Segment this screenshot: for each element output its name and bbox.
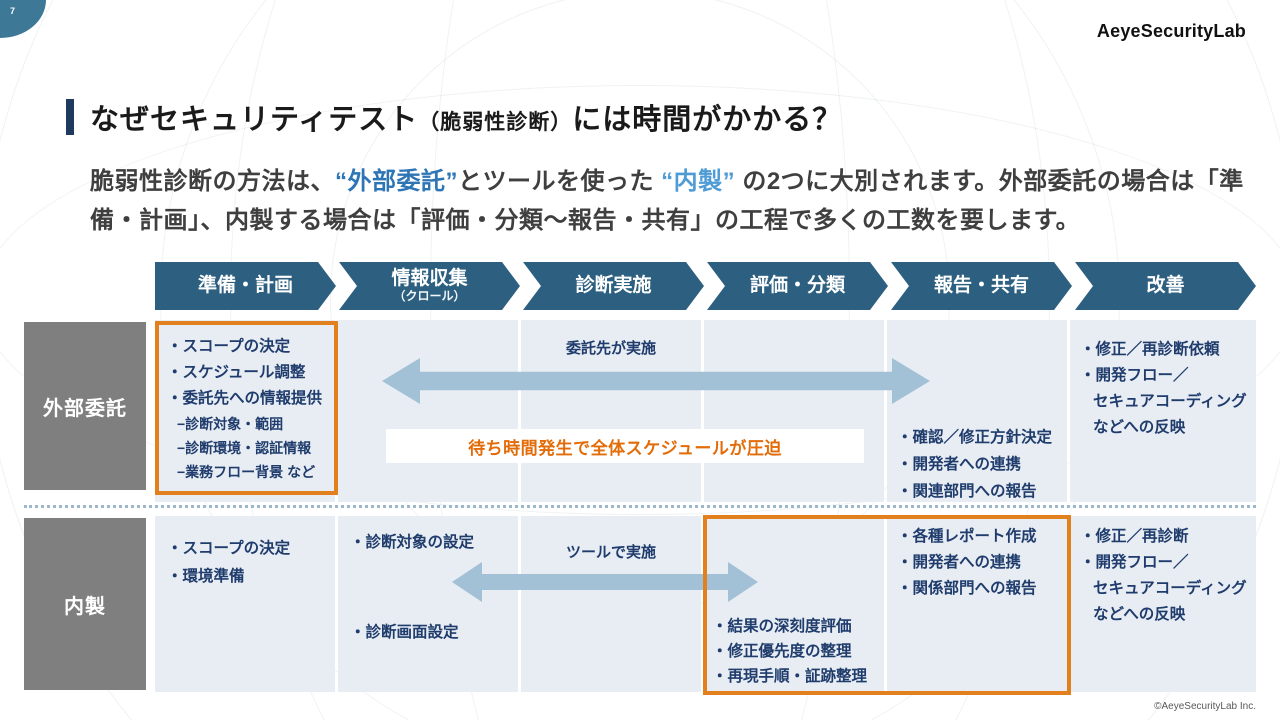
list-item: ・修正／再診断 [1080, 528, 1189, 545]
list-item: ・再現手順・証跡整理 [712, 668, 868, 685]
inhouse-report-list: ・各種レポート作成 ・開発者への連携 ・関係部門への報告 [897, 524, 1067, 602]
list-item: ・開発者への連携 [897, 456, 1022, 473]
intro-inhouse-highlight: “内製” [661, 168, 736, 195]
highlight-box-outsourced-prep [155, 321, 338, 495]
list-item-cont: セキュアコーディング [1093, 393, 1247, 410]
row-label-outsourced: 外部委託 [24, 322, 146, 490]
cell-outsourced-report [887, 320, 1067, 502]
list-item: ・スケジュール調整 [167, 364, 306, 381]
list-item-cont: などへの反映 [1093, 419, 1186, 436]
slide-title: なぜセキュリティテスト（脆弱性診断）には時間がかかる？ [66, 96, 842, 138]
phase-label: 評価・分類 [749, 275, 845, 296]
phase-label: 報告・共有 [933, 275, 1029, 296]
intro-segment: とツールを使った [458, 168, 662, 195]
phase-sublabel: （クロール） [393, 289, 466, 303]
highlight-box-inhouse-classify-report [703, 515, 1071, 695]
list-item: ・開発フロー／ [1080, 367, 1189, 384]
cell-inhouse-report [887, 516, 1067, 692]
phase-step-classify: 評価・分類 [707, 262, 888, 310]
cell-inhouse-classify [704, 516, 884, 692]
phase-step-recon: 情報収集 （クロール） [339, 262, 520, 310]
phase-label: 情報収集 [391, 268, 468, 289]
list-item: ・環境準備 [167, 568, 245, 585]
list-item: ・確認／修正方針決定 [897, 429, 1053, 446]
list-item: ・診断対象の設定 [350, 534, 475, 551]
title-text: なぜセキュリティテスト（脆弱性診断）には時間がかかる？ [90, 96, 842, 138]
list-item: ・スコープの決定 [167, 338, 291, 355]
inhouse-improve-list: ・修正／再診断 ・開発フロー／ セキュアコーディング などへの反映 [1080, 524, 1255, 628]
list-subitem: −診断環境・認証情報 [177, 440, 312, 456]
inhouse-classify-list: ・結果の深刻度評価 ・修正優先度の整理 ・再現手順・証跡整理 [712, 614, 882, 689]
phase-label: 診断実施 [575, 275, 652, 296]
title-main: なぜセキュリティテスト [90, 104, 419, 136]
phase-header-band: 準備・計画 情報収集 （クロール） 診断実施 評価・分類 報告・共有 改善 [155, 262, 1256, 310]
title-accent-bar [66, 99, 74, 135]
list-item: ・関係部門への報告 [897, 580, 1037, 597]
list-item: ・各種レポート作成 [897, 528, 1037, 545]
phase-step-report: 報告・共有 [891, 262, 1072, 310]
title-paren: （脆弱性診断） [418, 111, 573, 134]
cell-inhouse-exec [521, 516, 701, 692]
list-item: ・修正／再診断依頼 [1080, 341, 1220, 358]
cell-outsourced-prep [155, 320, 335, 502]
list-item: ・修正優先度の整理 [712, 643, 852, 660]
list-item: ・関連部門への報告 [897, 483, 1037, 500]
list-subitem: −業務フロー背景 など [177, 464, 316, 480]
phase-label: 改善 [1146, 275, 1185, 296]
wait-time-warning: 待ち時間発生で全体スケジュールが圧迫 [386, 429, 864, 463]
brand-logo: AeyeSecurityLab [1096, 21, 1246, 41]
list-subitem: −診断対象・範囲 [177, 416, 284, 432]
phase-step-prep: 準備・計画 [155, 262, 336, 310]
list-item: ・開発者への連携 [897, 554, 1022, 571]
cell-inhouse-improve [1070, 516, 1256, 692]
title-suffix: には時間がかかる？ [572, 104, 843, 136]
outsourced-prep-list: ・スコープの決定 ・スケジュール調整 ・委託先への情報提供 −診断対象・範囲 −… [167, 334, 333, 484]
list-item-cont: などへの反映 [1093, 606, 1186, 623]
cell-inhouse-recon [338, 516, 518, 692]
intro-segment: 脆弱性診断の方法は、 [90, 168, 335, 195]
outsourced-improve-list: ・修正／再診断依頼 ・開発フロー／ セキュアコーディング などへの反映 [1080, 337, 1255, 441]
row-divider-dotted [24, 505, 1256, 508]
wait-time-warning-text: 待ち時間発生で全体スケジュールが圧迫 [468, 438, 782, 458]
phase-step-improve: 改善 [1075, 262, 1256, 310]
row-label-text: 内製 [64, 595, 106, 618]
list-item: ・委託先への情報提供 [167, 390, 323, 407]
list-item-cont: セキュアコーディング [1093, 580, 1247, 597]
cell-outsourced-classify [704, 320, 884, 502]
copyright-note: ©AeyeSecurityLab Inc. [1154, 701, 1256, 712]
outsourced-report-list: ・確認／修正方針決定 ・開発者への連携 ・関連部門への報告 [897, 424, 1067, 505]
inhouse-recon-top: ・診断対象の設定 [350, 530, 520, 556]
row-label-inhouse: 内製 [24, 518, 146, 690]
cell-inhouse-prep [155, 516, 335, 692]
list-item: ・スコープの決定 [167, 540, 291, 557]
inhouse-prep-list: ・スコープの決定 ・環境準備 [167, 535, 333, 591]
phase-step-exec: 診断実施 [523, 262, 704, 310]
outsourced-arrow-caption: 委託先が実施 [565, 340, 656, 357]
list-item: ・診断画面設定 [350, 624, 459, 641]
inhouse-arrow-caption: ツールで実施 [565, 544, 656, 561]
cell-outsourced-exec [521, 320, 701, 502]
cell-outsourced-recon [338, 320, 518, 502]
inhouse-recon-bottom: ・診断画面設定 [350, 620, 520, 646]
phase-label: 準備・計画 [197, 275, 293, 296]
intro-segment: の2つに大別されます。外部委託の場合は「準備・計画」、内製する場合は「評価・分類… [90, 168, 1244, 234]
list-item: ・開発フロー／ [1080, 554, 1189, 571]
page-number: 7 [10, 6, 16, 16]
globe-watermark-latitude [0, 85, 1280, 515]
cell-outsourced-improve [1070, 320, 1256, 502]
intro-paragraph: 脆弱性診断の方法は、“外部委託”とツールを使った “内製” の2つに大別されます… [90, 162, 1245, 240]
list-item: ・結果の深刻度評価 [712, 618, 852, 635]
row-label-text: 外部委託 [43, 397, 127, 420]
intro-outsource-highlight: “外部委託” [335, 168, 458, 195]
